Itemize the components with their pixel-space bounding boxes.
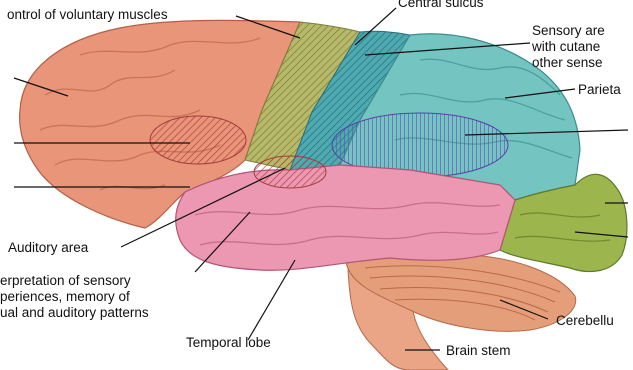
interpretation-label: erpretation of sensory periences, memory… xyxy=(0,273,149,321)
temporal-lobe xyxy=(176,165,515,270)
sensory-area-line-2: with cutane xyxy=(532,39,605,55)
sensory-area-line-1: Sensory are xyxy=(532,23,605,39)
speech-area-hatch xyxy=(150,116,246,164)
cerebellum-label: Cerebellu xyxy=(556,313,614,328)
brain-stem-label: Brain stem xyxy=(446,343,511,358)
central-sulcus-label: Central sulcus xyxy=(398,0,484,10)
interpretation-line-3: ual and auditory patterns xyxy=(0,305,149,321)
motor-area-label: ontrol of voluntary muscles xyxy=(7,7,168,22)
parietal-label: Parieta xyxy=(578,82,621,97)
sensory-area-label: Sensory are with cutane other sense xyxy=(532,23,605,71)
interpretation-line-2: periences, memory of xyxy=(0,289,149,305)
temporal-lobe-label: Temporal lobe xyxy=(186,335,271,350)
sensory-area-line-3: other sense xyxy=(532,55,605,71)
auditory-area-hatch xyxy=(254,156,326,188)
interpretation-line-1: erpretation of sensory xyxy=(0,273,149,289)
auditory-area-label: Auditory area xyxy=(8,240,88,255)
